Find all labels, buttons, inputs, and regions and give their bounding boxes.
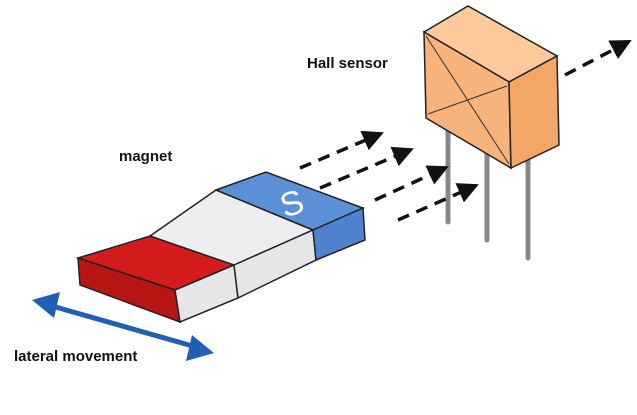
field-arrow-icon — [299, 40, 632, 222]
magnet-label: magnet — [119, 148, 172, 165]
field-arrow-3 — [374, 165, 449, 202]
magnet: N S — [75, 171, 366, 324]
hall-sensor-body — [422, 5, 560, 170]
magnet-south-front — [312, 206, 366, 262]
field-arrow-1 — [299, 130, 384, 170]
lateral-double-arrow-icon — [32, 292, 214, 361]
field-arrow-5 — [564, 40, 632, 77]
hall-sensor-label: Hall sensor — [307, 55, 388, 72]
sensor-side-face — [508, 54, 560, 170]
field-arrow-2 — [319, 146, 414, 190]
lateral-movement-label: lateral movement — [14, 348, 137, 365]
field-arrow-4 — [397, 183, 479, 222]
